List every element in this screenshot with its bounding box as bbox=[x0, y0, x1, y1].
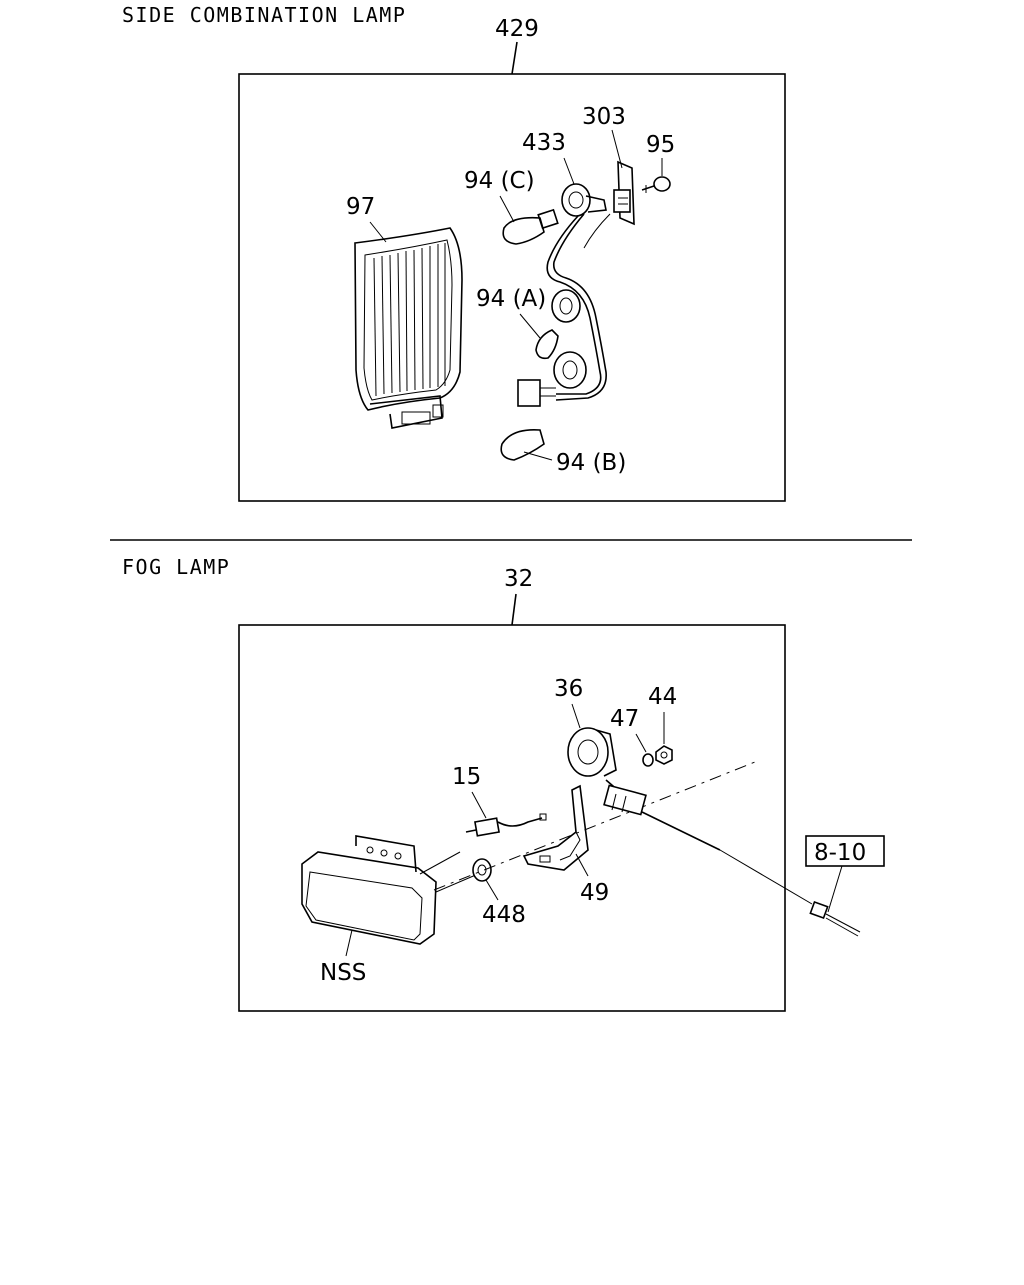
nut-44 bbox=[655, 745, 673, 765]
grommet-448 bbox=[472, 858, 492, 882]
part-94b-leader bbox=[523, 451, 553, 461]
part-94a-leader bbox=[519, 313, 541, 339]
ref-plug bbox=[809, 900, 861, 937]
part-nss-label: NSS bbox=[320, 960, 366, 986]
part-44-label: 44 bbox=[648, 684, 677, 710]
part-97-leader bbox=[369, 221, 387, 243]
socket-433 bbox=[561, 183, 607, 217]
part-15-leader bbox=[471, 791, 487, 819]
assembly-axis bbox=[433, 759, 761, 891]
part-nss-leader bbox=[345, 929, 353, 957]
fog-frame bbox=[238, 624, 786, 1012]
side-frame bbox=[238, 73, 786, 502]
wire-harness bbox=[546, 213, 611, 401]
part-448-leader bbox=[485, 879, 499, 901]
part-36-label: 36 bbox=[554, 676, 583, 702]
part-433-leader bbox=[563, 157, 575, 185]
bulb-94b bbox=[500, 428, 545, 461]
part-15-label: 15 bbox=[452, 764, 481, 790]
housing-36 bbox=[567, 727, 641, 801]
part-433-label: 433 bbox=[522, 130, 566, 156]
part-448-label: 448 bbox=[482, 902, 526, 928]
ref-8-10-label: 8-10 bbox=[814, 840, 866, 866]
side-lamp-lens bbox=[354, 227, 463, 429]
part-94b-label: 94 (B) bbox=[556, 450, 626, 476]
part-94a-label: 94 (A) bbox=[476, 286, 546, 312]
part-49-label: 49 bbox=[580, 880, 609, 906]
part-47-leader bbox=[635, 733, 647, 753]
fog-connector bbox=[603, 784, 813, 905]
side-section-heading: SIDE COMBINATION LAMP bbox=[122, 3, 406, 27]
part-95-label: 95 bbox=[646, 132, 675, 158]
part-94c-leader bbox=[499, 195, 515, 223]
part-303-label: 303 bbox=[582, 104, 626, 130]
side-assembly-leader bbox=[511, 41, 518, 75]
part-303-leader bbox=[611, 129, 623, 169]
connector-303 bbox=[613, 160, 635, 226]
ref-8-10-box bbox=[805, 835, 885, 867]
part-94c-label: 94 (C) bbox=[464, 168, 535, 194]
bulb-94c bbox=[502, 208, 559, 245]
screw-95 bbox=[641, 176, 671, 193]
bulb-94a bbox=[535, 289, 581, 360]
part-97-label: 97 bbox=[346, 194, 375, 220]
fog-bulb-15 bbox=[465, 813, 547, 837]
part-47-label: 47 bbox=[610, 706, 639, 732]
fog-assembly-leader bbox=[511, 593, 517, 626]
part-36-leader bbox=[571, 703, 581, 729]
socket-b bbox=[517, 351, 587, 407]
side-assembly-number: 429 bbox=[495, 16, 539, 42]
ref-8-10-leader bbox=[827, 865, 843, 913]
bracket-49 bbox=[522, 784, 589, 871]
washer-47 bbox=[642, 753, 654, 767]
part-49-leader bbox=[575, 853, 589, 877]
fog-section-heading: FOG LAMP bbox=[122, 555, 230, 579]
fog-assembly-number: 32 bbox=[504, 566, 533, 592]
fog-lamp-body bbox=[301, 835, 479, 945]
